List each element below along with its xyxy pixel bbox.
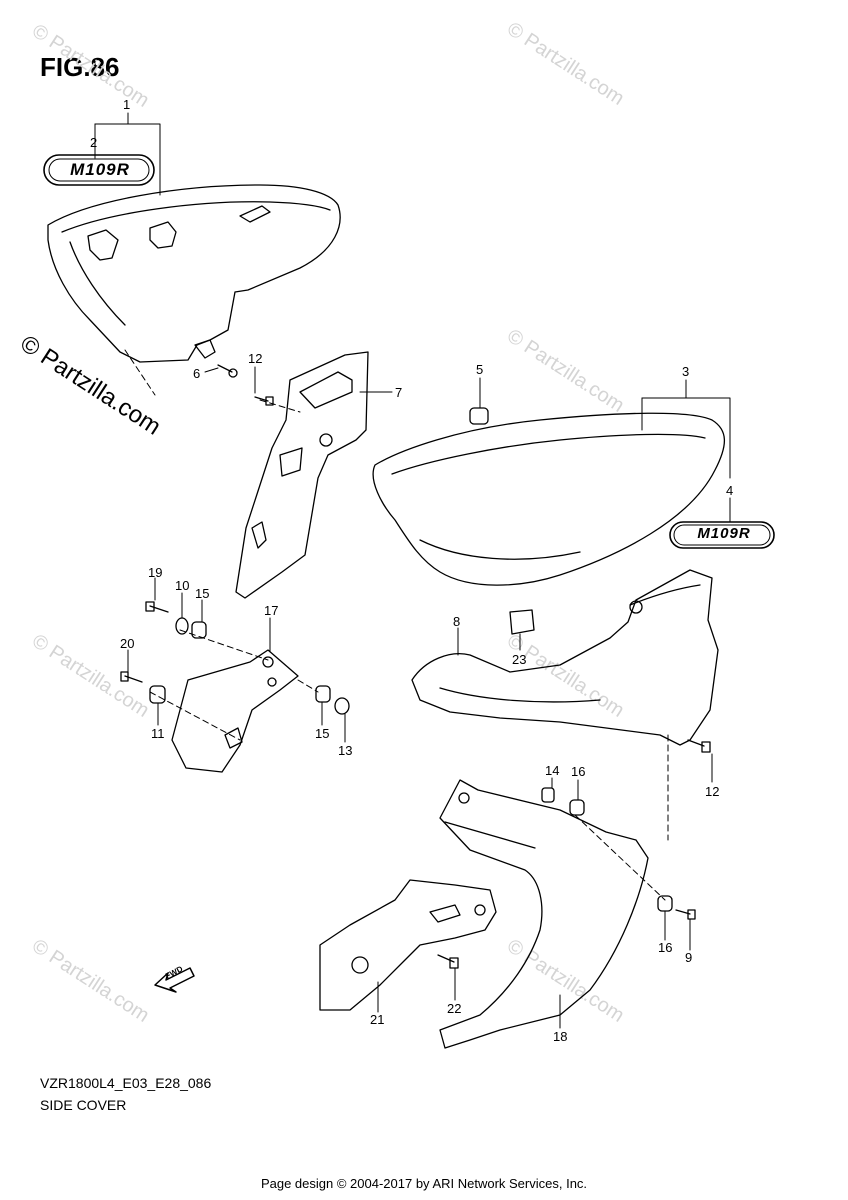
- callout-15-left: 15: [195, 586, 210, 601]
- figure-title: FIG.86: [40, 52, 120, 82]
- callout-1: 1: [123, 97, 131, 112]
- callout-5: 5: [476, 362, 484, 377]
- side-cover-part-3: [372, 412, 775, 586]
- callout-16-upper: 16: [571, 764, 586, 779]
- assembly-lines: [124, 349, 669, 901]
- callout-2: 2: [90, 135, 98, 150]
- callout-4: 4: [726, 483, 734, 498]
- rear-cowl-part: [43, 154, 341, 363]
- callout-16-lower: 16: [658, 940, 673, 955]
- callout-8: 8: [453, 614, 461, 629]
- bracket-part-17: [171, 649, 299, 773]
- hardware: [120, 364, 711, 969]
- upper-badge-logo: M109R: [70, 160, 130, 179]
- leader-lines: [94, 112, 731, 1029]
- callout-11: 11: [151, 726, 165, 741]
- lower-badge-logo: M109R: [697, 525, 751, 542]
- callout-13: 13: [338, 743, 353, 758]
- callout-21: 21: [370, 1012, 385, 1027]
- callout-12-lower: 12: [705, 784, 720, 799]
- figure-name: SIDE COVER: [40, 1097, 127, 1113]
- callout-20: 20: [120, 636, 135, 651]
- callout-19: 19: [148, 565, 163, 580]
- cover-part-8: [411, 569, 719, 746]
- fwd-arrow-icon: [154, 967, 195, 993]
- callout-12-upper: 12: [248, 351, 263, 366]
- callout-17: 17: [264, 603, 279, 618]
- callout-7: 7: [395, 385, 403, 400]
- callout-15-right: 15: [315, 726, 330, 741]
- callout-23: 23: [512, 652, 527, 667]
- callout-22: 22: [447, 1001, 462, 1016]
- figure-code: VZR1800L4_E03_E28_086: [40, 1075, 212, 1091]
- callout-6: 6: [193, 366, 201, 381]
- bracket-part-7: [235, 351, 369, 599]
- callout-18: 18: [553, 1029, 568, 1044]
- plate-part-21: [319, 879, 497, 1011]
- copyright-footer: Page design © 2004-2017 by ARI Network S…: [260, 1176, 588, 1191]
- callout-3: 3: [682, 364, 690, 379]
- guard-part-18: [439, 779, 649, 1049]
- callout-10: 10: [175, 578, 190, 593]
- callout-9: 9: [685, 950, 693, 965]
- callout-14: 14: [545, 763, 560, 778]
